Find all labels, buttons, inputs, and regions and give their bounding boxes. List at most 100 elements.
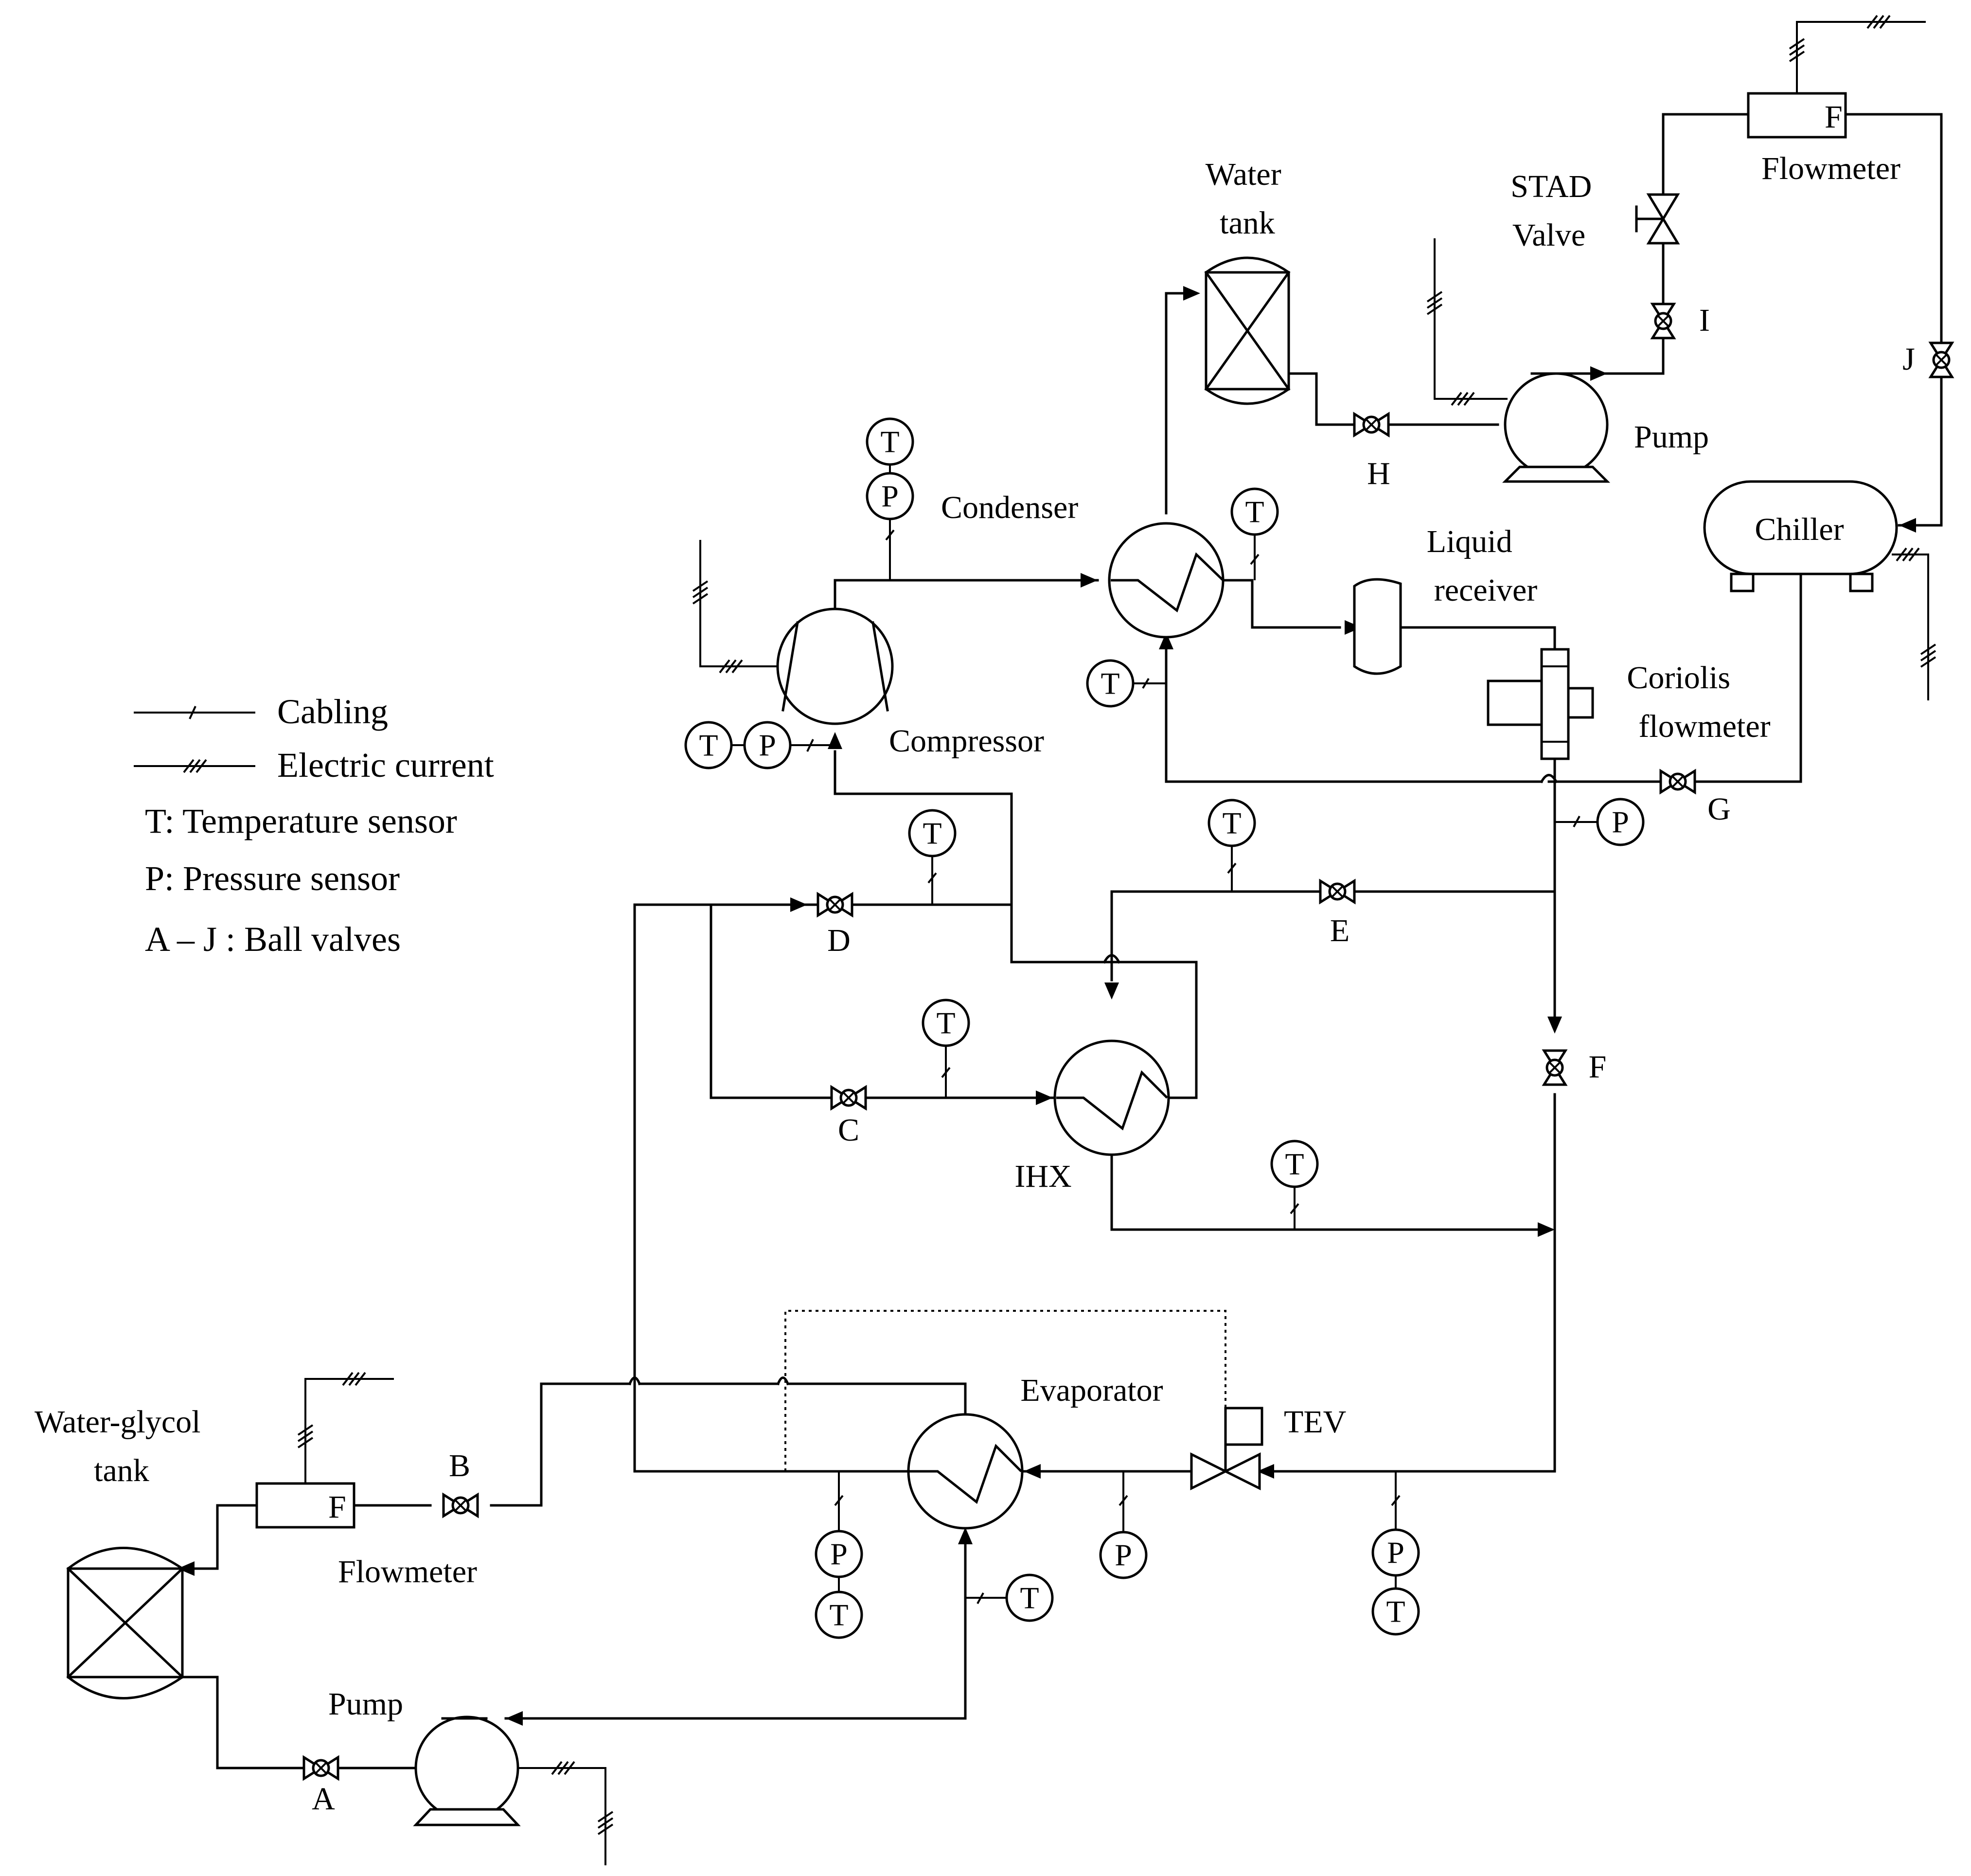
arrow [1547, 1017, 1562, 1034]
valve-j-label: J [1902, 341, 1915, 377]
coriolis-flowmeter-label-line2: flowmeter [1638, 709, 1770, 744]
arrow [1899, 518, 1916, 533]
ihx-loop [1010, 903, 1198, 1099]
d-branch [633, 903, 1013, 1473]
arrow [1590, 366, 1607, 381]
flowmeter-to-chiller [1844, 113, 1943, 527]
temp-sensor-tev-in: T [1386, 1594, 1405, 1629]
valve-f-label: F [1589, 1049, 1607, 1085]
condenser-to-receiver [1222, 579, 1341, 629]
valve-h-label: H [1367, 456, 1390, 491]
temp-sensor-glycol-in: T [1020, 1581, 1039, 1615]
ball-valves [302, 303, 1954, 1781]
water-glycol-tank-label: Water-glycol tank [35, 1404, 209, 1488]
compressor-label: Compressor [889, 723, 1044, 759]
water-glycol-tank [66, 1547, 184, 1699]
temp-sensor-suction: T [699, 728, 718, 763]
liquid-receiver [1353, 578, 1402, 675]
water-tank-label-line1: Water [1206, 157, 1281, 192]
legend-temperature-text: T: Temperature sensor [145, 802, 457, 840]
valve-i-label: I [1699, 303, 1710, 338]
water-tank-label-line2: tank [1220, 205, 1275, 241]
chiller [1703, 480, 1898, 592]
tev-sensing-line [784, 1310, 1226, 1471]
temp-sensor-c-line: T [936, 1006, 955, 1040]
arrow [1538, 1222, 1555, 1237]
valve-g-label: G [1707, 791, 1731, 827]
valve-a [302, 1755, 339, 1781]
temp-sensor-water-in: T [1101, 666, 1119, 701]
pump-bottom-label: Pump [328, 1686, 403, 1722]
flow-arrows [178, 286, 1916, 1726]
compressor [776, 607, 894, 725]
legend: Cabling Electric current T: Temperature … [134, 692, 494, 959]
pressure-sensor-discharge: P [881, 479, 899, 514]
water-glycol-tank-label-line1: Water-glycol [35, 1404, 201, 1440]
arrow [1183, 286, 1200, 301]
evaporator [907, 1413, 1024, 1530]
flowmeter-top-label: Flowmeter [1761, 151, 1900, 186]
sensors: T P T T T P T T P [684, 417, 1645, 1639]
glycol-return [786, 1382, 967, 1416]
arrow [506, 1711, 523, 1726]
liquid-line-2 [1270, 1093, 1556, 1473]
water-glycol-tank-label-line2: tank [94, 1453, 149, 1488]
valve-h [1353, 411, 1390, 438]
ihx [1053, 1039, 1170, 1156]
arrow [1104, 983, 1119, 1000]
arrow [828, 732, 842, 749]
c-branch [710, 903, 1054, 1099]
legend-pressure-text: P: Pressure sensor [145, 859, 400, 898]
coriolis-flowmeter-label-line1: Coriolis [1627, 660, 1730, 696]
valve-labels: A B C D E F G H I J [312, 303, 1915, 1817]
temp-sensor-ihx-out: T [1285, 1147, 1304, 1181]
arrow [1081, 573, 1098, 588]
flowmeter-bottom-label: Flowmeter [338, 1554, 477, 1590]
flowmeter-bottom: F [255, 1482, 355, 1529]
stad-valve-label: STAD Valve [1510, 169, 1600, 253]
chiller-return-2 [1165, 645, 1543, 783]
ihx-label: IHX [1014, 1159, 1071, 1194]
arrow [1257, 1464, 1274, 1479]
pump-to-evaporator [504, 1531, 967, 1720]
valve-e-label: E [1330, 913, 1350, 948]
condenser [1108, 522, 1225, 639]
chiller-return [1547, 572, 1802, 783]
valve-j [1928, 341, 1954, 378]
temp-sensor-evap-out: T [829, 1598, 848, 1632]
suction-line [834, 750, 1013, 906]
crossover-2 [776, 1376, 790, 1386]
electric-lines [297, 15, 1936, 1865]
valve-a-label: A [312, 1781, 335, 1817]
legend-valves-text: A – J : Ball valves [145, 920, 401, 959]
arrow [178, 1561, 195, 1576]
evaporator-label: Evaporator [1020, 1373, 1163, 1408]
coriolis-flowmeter-label: Coriolis flowmeter [1627, 660, 1770, 744]
flowmeter-top: F [1747, 92, 1847, 139]
e-branch [1110, 890, 1556, 982]
pump-top [1502, 372, 1611, 483]
coriolis-flowmeter [1487, 648, 1594, 760]
stad-valve-label-line2: Valve [1512, 217, 1585, 253]
arrow [1036, 1090, 1053, 1105]
water-tank [1204, 256, 1291, 405]
arrow [1159, 632, 1173, 649]
piping [181, 113, 1943, 1769]
glycol-return-3 [490, 1382, 631, 1507]
legend-electric-text: Electric current [277, 746, 494, 785]
temp-sensor-discharge: T [880, 425, 899, 459]
stad-valve-label-line1: STAD [1510, 169, 1592, 204]
condenser-to-water-tank [1165, 292, 1188, 515]
stad-valve [1635, 113, 1680, 305]
pressure-sensor-evap-in: P [1115, 1538, 1132, 1572]
receiver-to-coriolis [1399, 626, 1556, 651]
pressure-sensor-liquid: P [1612, 805, 1629, 840]
temp-sensor-e-line: T [1222, 806, 1241, 840]
water-tank-label: Water tank [1206, 157, 1289, 241]
discharge-line [834, 579, 1099, 610]
arrow [790, 897, 807, 912]
tev [1190, 1407, 1263, 1491]
pressure-sensor-suction: P [759, 728, 776, 763]
liquid-receiver-label: Liquid receiver [1427, 524, 1537, 608]
